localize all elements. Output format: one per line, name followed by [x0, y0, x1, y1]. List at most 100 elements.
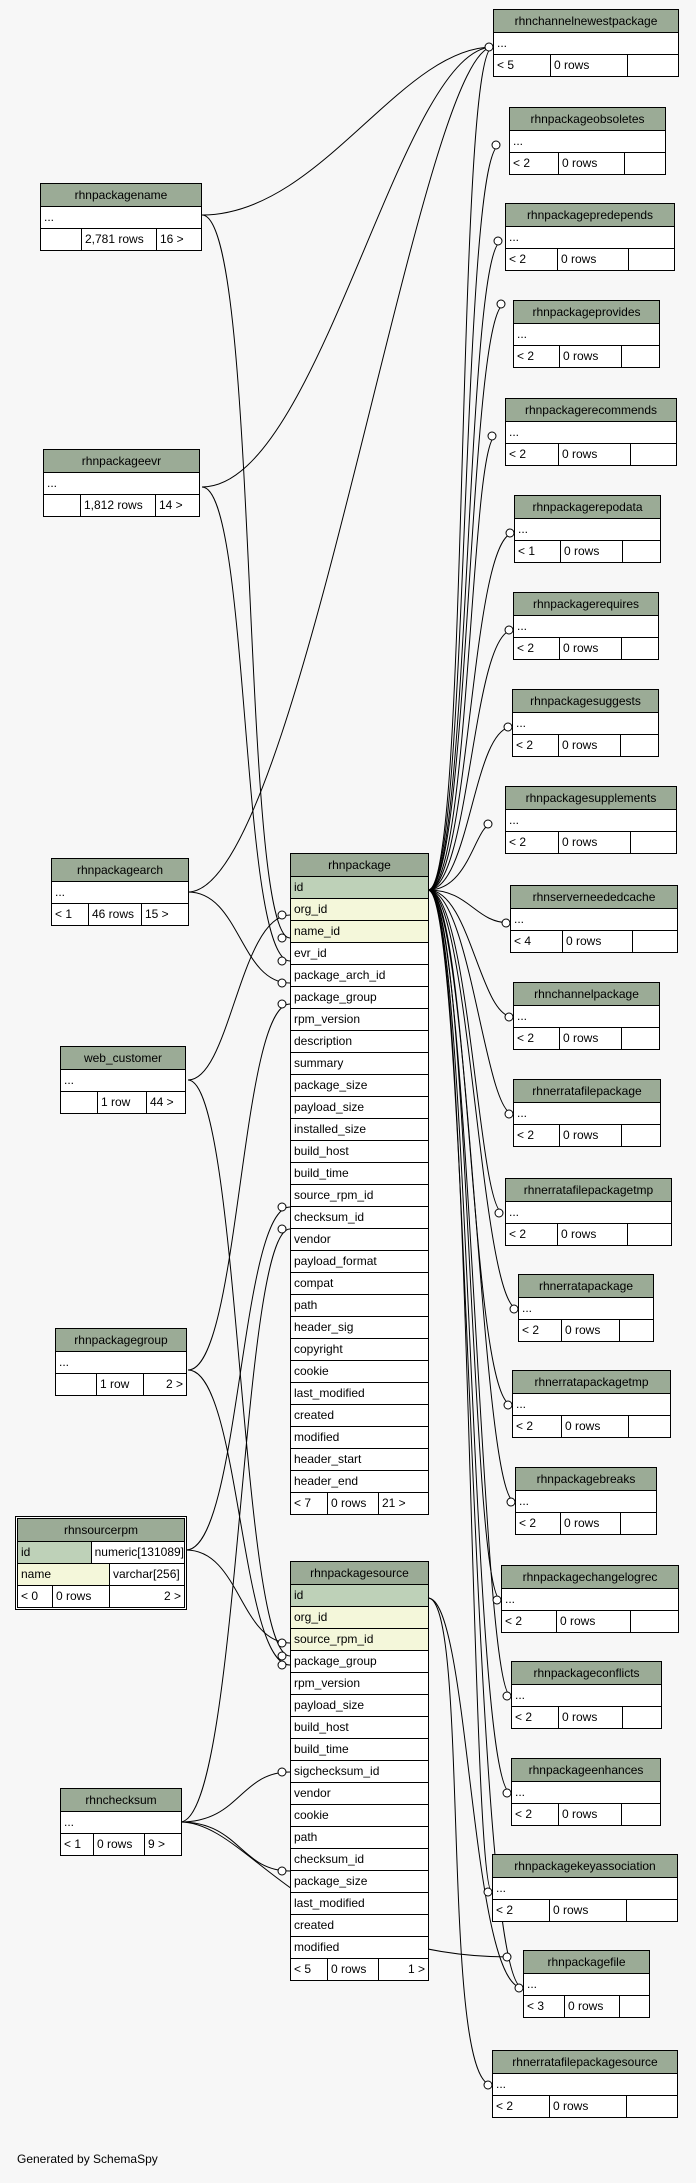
table-rhnpackagearch[interactable]: rhnpackagearch ... < 1 46 rows 15 >	[51, 858, 189, 926]
column-org-id: org_id	[291, 899, 428, 921]
column-payload-size: payload_size	[291, 1695, 428, 1717]
column-checksum-id: checksum_id	[291, 1849, 428, 1871]
table-row: ...	[510, 131, 665, 153]
table-row: ...	[512, 1782, 660, 1804]
table-title: rhnpackagearch	[52, 859, 188, 882]
column-cookie: cookie	[291, 1361, 428, 1383]
table-rhnpackageevr[interactable]: rhnpackageevr ... 1,812 rows 14 >	[43, 449, 200, 517]
table-row: ...	[494, 33, 678, 55]
column-modified: modified	[291, 1937, 428, 1959]
table-title: rhnpackageobsoletes	[510, 108, 665, 131]
column-cookie: cookie	[291, 1805, 428, 1827]
table-row: ...	[502, 1589, 678, 1611]
column-package-group: package_group	[291, 1651, 428, 1673]
column-id: id	[291, 877, 428, 899]
table-title: rhnpackagesuggests	[513, 690, 658, 713]
table-title: rhnpackagepredepends	[506, 204, 674, 227]
table-footer: 1 row 44 >	[61, 1092, 185, 1113]
table-title: rhnpackage	[291, 854, 428, 877]
column-copyright: copyright	[291, 1339, 428, 1361]
table-row: id numeric[131089]	[18, 1542, 184, 1564]
table-rhnpackagegroup[interactable]: rhnpackagegroup ... 1 row 2 >	[55, 1328, 187, 1396]
table-title: rhnpackageevr	[44, 450, 199, 473]
table-row: ...	[506, 422, 676, 444]
column-created: created	[291, 1405, 428, 1427]
table-row: ...	[514, 1006, 659, 1028]
column-created: created	[291, 1915, 428, 1937]
column-header-sig: header_sig	[291, 1317, 428, 1339]
column-name-id: name_id	[291, 921, 428, 943]
table-row: ...	[493, 1878, 677, 1900]
column-evr-id: evr_id	[291, 943, 428, 965]
table-row: ...	[513, 1394, 670, 1416]
column-description: description	[291, 1031, 428, 1053]
footer-credit: Generated by SchemaSpy	[17, 2152, 158, 2166]
column-payload-size: payload_size	[291, 1097, 428, 1119]
table-title: rhnerratafilepackagetmp	[506, 1179, 671, 1202]
table-footer: 1,812 rows 14 >	[44, 495, 199, 516]
column-build-host: build_host	[291, 1717, 428, 1739]
column-installed-size: installed_size	[291, 1119, 428, 1141]
table-title: rhnchecksum	[61, 1789, 181, 1812]
table-row: ...	[61, 1812, 181, 1834]
table-title: rhnchannelpackage	[514, 983, 659, 1006]
table-web-customer[interactable]: web_customer ... 1 row 44 >	[60, 1046, 186, 1114]
table-row: ...	[52, 882, 188, 904]
table-title: rhnpackagerepodata	[515, 496, 660, 519]
table-title: rhnpackagename	[41, 184, 201, 207]
table-rhnchecksum[interactable]: rhnchecksum ... < 1 0 rows 9 >	[60, 1788, 182, 1856]
column-path: path	[291, 1827, 428, 1849]
table-title: rhnsourcerpm	[18, 1519, 184, 1542]
column-vendor: vendor	[291, 1783, 428, 1805]
table-row: ...	[524, 1974, 649, 1996]
table-rhnpackagename[interactable]: rhnpackagename ... 2,781 rows 16 >	[40, 183, 202, 251]
table-row: ...	[506, 810, 676, 832]
column-compat: compat	[291, 1273, 428, 1295]
table-row: ...	[44, 473, 199, 495]
table-row: ...	[514, 1103, 660, 1125]
table-rhnsourcerpm[interactable]: rhnsourcerpm id numeric[131089] name var…	[15, 1516, 187, 1610]
table-row: ...	[519, 1298, 653, 1320]
column-modified: modified	[291, 1427, 428, 1449]
table-title: rhnerratafilepackagesource	[493, 2051, 677, 2074]
table-row: ...	[41, 207, 201, 229]
table-row: ...	[516, 1491, 656, 1513]
column-header-start: header_start	[291, 1449, 428, 1471]
